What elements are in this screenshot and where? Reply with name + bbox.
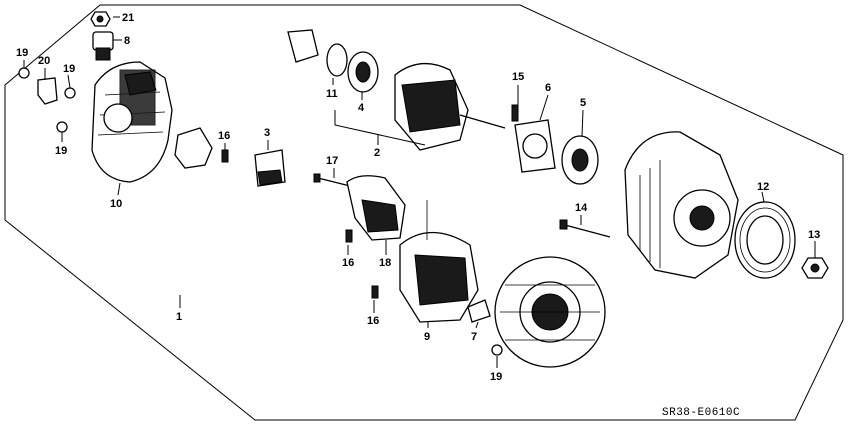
callout-9: 9 bbox=[424, 331, 430, 343]
callout-11: 11 bbox=[326, 88, 338, 100]
callout-20: 20 bbox=[38, 55, 50, 67]
bolt-17-part bbox=[313, 173, 351, 187]
callout-21: 21 bbox=[122, 12, 134, 24]
callout-3: 3 bbox=[264, 127, 270, 139]
nut-19d-part bbox=[491, 344, 503, 356]
nut-19a-part bbox=[18, 67, 30, 79]
pulley-part bbox=[734, 201, 796, 279]
callout-1: 1 bbox=[176, 311, 182, 323]
callout-10: 10 bbox=[110, 198, 122, 210]
callout-19d: 19 bbox=[490, 371, 502, 383]
retainer-plate-part bbox=[514, 119, 556, 173]
callout-19c: 19 bbox=[55, 145, 67, 157]
callout-18: 18 bbox=[379, 257, 391, 269]
through-bolt-part bbox=[559, 219, 611, 238]
seal-ring-part bbox=[326, 43, 348, 77]
retaining-clip-part bbox=[287, 29, 319, 63]
pulley-nut-part bbox=[801, 257, 829, 279]
screw-16b-part bbox=[345, 229, 353, 243]
nut-21-part bbox=[90, 11, 111, 27]
leader-lines bbox=[23, 16, 816, 368]
bolt-15-part bbox=[511, 104, 519, 122]
diagram-code: SR38-E0610C bbox=[662, 407, 740, 419]
callout-16c: 16 bbox=[367, 315, 379, 327]
regulator-part bbox=[254, 149, 286, 187]
callout-8: 8 bbox=[124, 35, 130, 47]
brush-holder-part bbox=[346, 175, 406, 241]
nut-19c-part bbox=[56, 121, 68, 133]
end-frame-part bbox=[494, 256, 606, 368]
rotor-part bbox=[394, 63, 506, 151]
callout-16b: 16 bbox=[342, 257, 354, 269]
terminal-insulator-part bbox=[37, 77, 58, 105]
nut-19b-part bbox=[64, 87, 76, 99]
callout-19a: 19 bbox=[16, 47, 28, 59]
callout-17: 17 bbox=[326, 155, 338, 167]
callout-6: 6 bbox=[545, 82, 551, 94]
terminal-bracket-part bbox=[174, 127, 213, 169]
callout-2: 2 bbox=[374, 147, 380, 159]
connector-part bbox=[92, 31, 114, 61]
drive-end-housing-part bbox=[624, 131, 739, 279]
callout-15: 15 bbox=[512, 71, 524, 83]
insulator-7-part bbox=[467, 299, 491, 323]
callout-16a: 16 bbox=[218, 130, 230, 142]
callout-7: 7 bbox=[471, 331, 477, 343]
bearing-5-part bbox=[561, 135, 599, 185]
rear-cover-part bbox=[91, 61, 173, 183]
callout-12: 12 bbox=[757, 181, 769, 193]
callout-5: 5 bbox=[580, 97, 586, 109]
callout-13: 13 bbox=[808, 229, 820, 241]
callout-14: 14 bbox=[575, 202, 588, 214]
assembly-outline bbox=[4, 4, 844, 421]
rectifier-part bbox=[399, 200, 479, 323]
callout-4: 4 bbox=[358, 102, 365, 114]
screw-16a-part bbox=[221, 149, 229, 163]
screw-16c-part bbox=[371, 285, 379, 299]
callout-19b: 19 bbox=[63, 63, 75, 75]
bearing-4-part bbox=[347, 51, 379, 93]
